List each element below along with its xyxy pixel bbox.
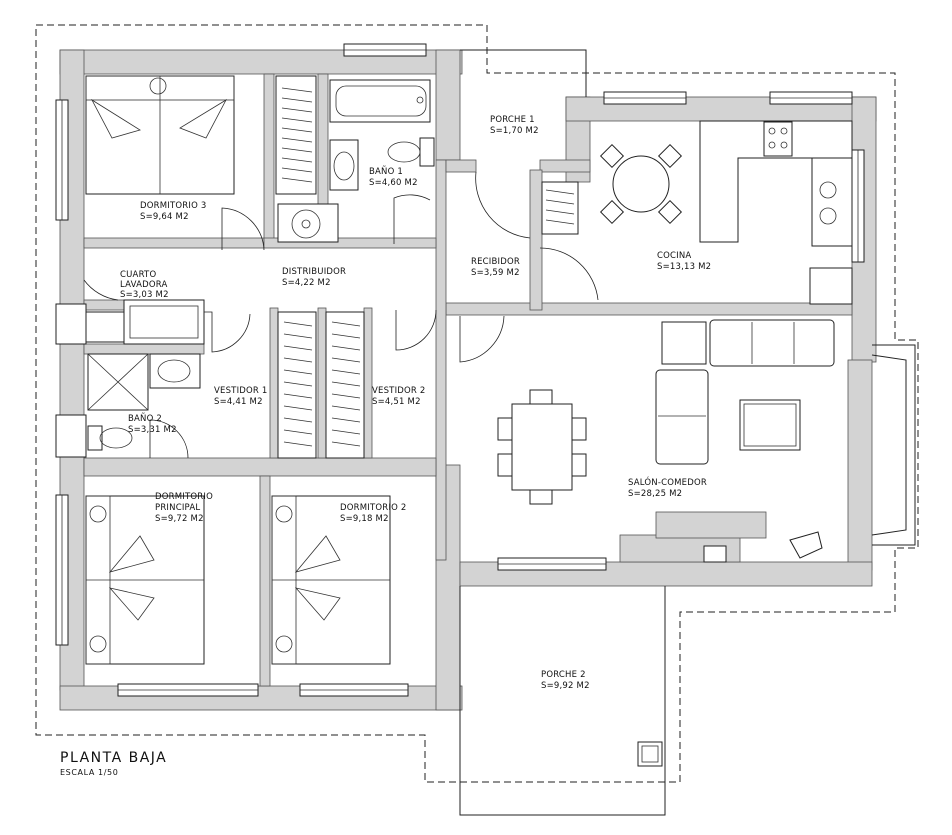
room-label-recibidor: RECIBIDOR S=3,59 M2 (471, 257, 520, 278)
svg-text:CUARTO: CUARTO (120, 270, 156, 280)
title-block: PLANTA BAJA ESCALA 1/50 (60, 750, 167, 777)
room-label-porche2: PORCHE 2 S=9,92 M2 (541, 670, 590, 691)
svg-text:S=9,64 M2: S=9,64 M2 (140, 212, 189, 222)
svg-text:DORMITORIO 2: DORMITORIO 2 (340, 503, 406, 513)
svg-text:RECIBIDOR: RECIBIDOR (471, 257, 520, 267)
svg-text:S=13,13 M2: S=13,13 M2 (657, 262, 711, 272)
svg-text:S=4,41 M2: S=4,41 M2 (214, 397, 263, 407)
svg-text:S=4,60 M2: S=4,60 M2 (369, 178, 418, 188)
svg-text:S=4,22 M2: S=4,22 M2 (282, 278, 331, 288)
room-label-dormitorio-principal: DORMITORIO PRINCIPAL S=9,72 M2 (155, 492, 213, 524)
svg-text:DORMITORIO: DORMITORIO (155, 492, 213, 502)
svg-text:S=1,70 M2: S=1,70 M2 (490, 126, 539, 136)
svg-text:LAVADORA: LAVADORA (120, 280, 168, 290)
svg-text:S=9,72 M2: S=9,72 M2 (155, 514, 204, 524)
svg-text:S=9,18 M2: S=9,18 M2 (340, 514, 389, 524)
room-label-dormitorio3: DORMITORIO 3 S=9,64 M2 (140, 201, 206, 222)
room-label-vestidor2: VESTIDOR 2 S=4,51 M2 (372, 386, 426, 407)
plan-title: PLANTA BAJA (60, 750, 167, 766)
door-swings (83, 171, 599, 459)
room-label-bano1: BAÑO 1 S=4,60 M2 (369, 166, 418, 188)
room-labels: DORMITORIO 3 S=9,64 M2 BAÑO 1 S=4,60 M2 … (120, 115, 711, 691)
svg-text:COCINA: COCINA (657, 251, 691, 261)
svg-text:S=9,92 M2: S=9,92 M2 (541, 681, 590, 691)
svg-text:PRINCIPAL: PRINCIPAL (155, 503, 200, 513)
svg-text:BAÑO 1: BAÑO 1 (369, 166, 403, 177)
svg-text:VESTIDOR 1: VESTIDOR 1 (214, 386, 268, 396)
room-label-bano2: BAÑO 2 S=3,31 M2 (128, 413, 177, 435)
svg-text:PORCHE 2: PORCHE 2 (541, 670, 586, 680)
svg-text:BAÑO 2: BAÑO 2 (128, 413, 162, 424)
svg-text:S=4,51 M2: S=4,51 M2 (372, 397, 421, 407)
room-label-cuarto-lavadora: CUARTO LAVADORA S=3,03 M2 (120, 270, 169, 300)
room-label-salon-comedor: SALÓN-COMEDOR S=28,25 M2 (628, 476, 707, 499)
room-label-distribuidor: DISTRIBUIDOR S=4,22 M2 (282, 267, 346, 288)
svg-text:SALÓN-COMEDOR: SALÓN-COMEDOR (628, 476, 707, 488)
room-label-vestidor1: VESTIDOR 1 S=4,41 M2 (214, 386, 268, 407)
svg-text:S=3,03 M2: S=3,03 M2 (120, 290, 169, 300)
svg-text:S=3,31 M2: S=3,31 M2 (128, 425, 177, 435)
svg-text:DISTRIBUIDOR: DISTRIBUIDOR (282, 267, 346, 277)
plan-scale: ESCALA 1/50 (60, 768, 118, 777)
svg-text:PORCHE 1: PORCHE 1 (490, 115, 535, 125)
room-label-cocina: COCINA S=13,13 M2 (657, 251, 711, 272)
svg-text:VESTIDOR 2: VESTIDOR 2 (372, 386, 426, 396)
svg-text:DORMITORIO 3: DORMITORIO 3 (140, 201, 206, 211)
room-label-porche1: PORCHE 1 S=1,70 M2 (490, 115, 539, 136)
furniture (85, 75, 853, 665)
room-label-dormitorio2: DORMITORIO 2 S=9,18 M2 (340, 503, 406, 524)
svg-text:S=3,59 M2: S=3,59 M2 (471, 268, 520, 278)
svg-text:S=28,25 M2: S=28,25 M2 (628, 489, 682, 499)
porches (459, 49, 666, 816)
